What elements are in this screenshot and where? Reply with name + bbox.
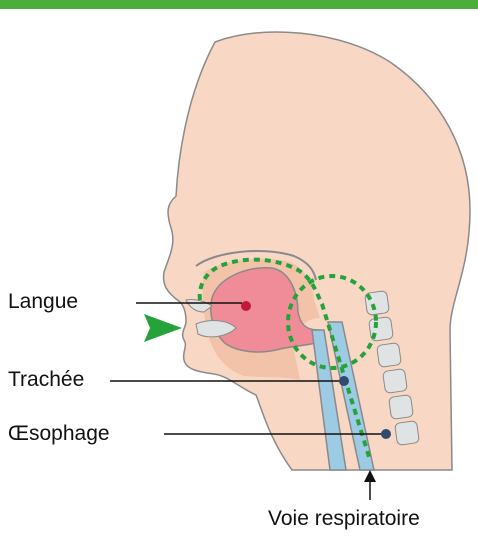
arrow-up-icon [364, 470, 376, 482]
vertebra [389, 395, 414, 420]
vertebra [377, 343, 402, 368]
green-arrow-right-icon [124, 314, 182, 342]
vertebra [383, 369, 408, 394]
label-tongue: Langue [8, 290, 78, 314]
vertebra [395, 421, 420, 446]
tongue-marker [241, 301, 251, 311]
head-silhouette [164, 32, 470, 470]
esophagus-marker [381, 429, 391, 439]
label-airway: Voie respiratoire [268, 507, 420, 531]
label-trachea: Trachée [8, 368, 84, 392]
label-esophagus: Œsophage [8, 422, 110, 446]
trachea-marker [339, 376, 349, 386]
